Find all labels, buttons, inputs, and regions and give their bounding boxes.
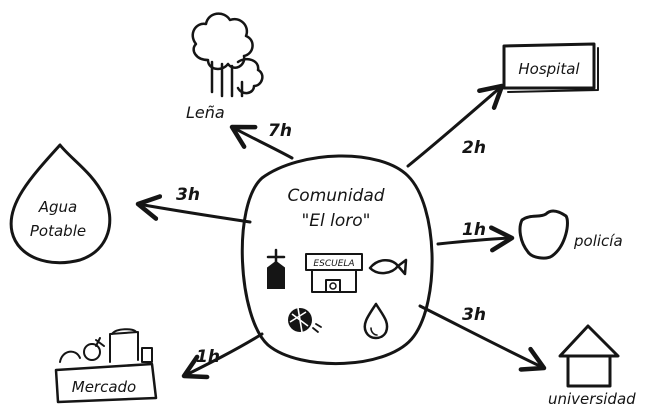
school-sign-text: ESCUELA xyxy=(313,259,354,269)
time-label-universidad: 3h xyxy=(462,305,486,325)
school-icon: ESCUELA xyxy=(305,253,363,293)
label-universidad: universidad xyxy=(548,390,636,408)
label-agua-line2: Potable xyxy=(30,222,86,240)
label-mercado: Mercado xyxy=(72,378,136,396)
arrow-to-mercado xyxy=(181,332,264,380)
community-name-line1: Comunidad xyxy=(287,186,384,206)
arrow-to-lena xyxy=(229,124,294,160)
time-label-mercado: 1h xyxy=(196,347,220,367)
time-label-lena: 7h xyxy=(268,121,292,141)
arrow-to-hospital xyxy=(406,83,505,168)
time-label-policia: 1h xyxy=(462,220,486,240)
market-basket-icon xyxy=(54,328,158,404)
time-label-hospital: 2h xyxy=(462,138,486,158)
police-shield-icon xyxy=(518,209,569,260)
label-lena: Leña xyxy=(186,103,225,122)
ball-icon xyxy=(288,307,322,333)
arrow-to-universidad xyxy=(418,304,547,372)
time-label-agua: 3h xyxy=(176,185,200,205)
church-icon xyxy=(266,248,286,289)
university-building-icon xyxy=(558,324,620,388)
trees-icon xyxy=(191,12,264,98)
fish-icon xyxy=(368,258,408,276)
water-drop-large-icon xyxy=(9,143,112,265)
arrow-to-policia xyxy=(436,225,515,253)
label-hospital: Hospital xyxy=(518,60,580,78)
water-drop-icon xyxy=(363,302,389,340)
community-node: Comunidad "El loro" ESCUELA xyxy=(240,154,434,365)
arrow-to-agua xyxy=(135,194,252,224)
label-agua-line1: Agua xyxy=(38,198,77,216)
label-policia: policía xyxy=(573,232,623,250)
community-name-line2: "El loro" xyxy=(301,211,370,231)
hospital-box xyxy=(502,42,599,93)
